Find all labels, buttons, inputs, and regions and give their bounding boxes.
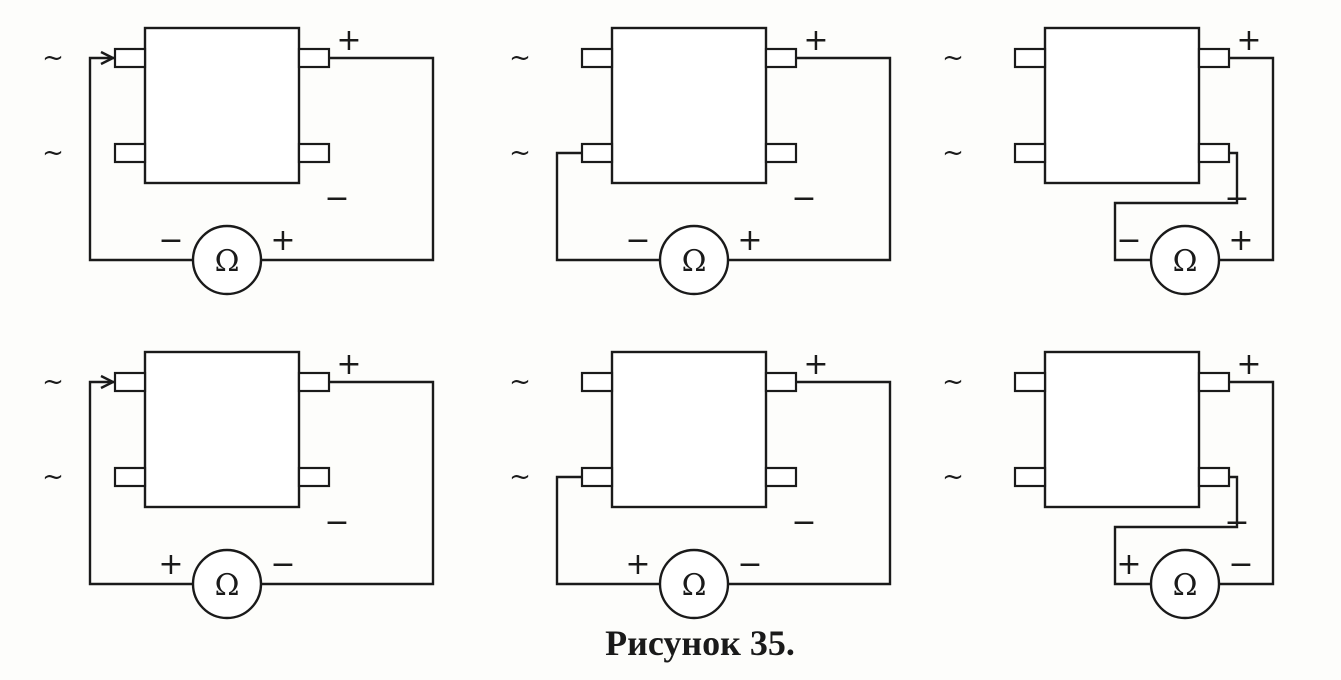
pin-ac2 [1013,466,1047,488]
meter-left-polarity: + [158,547,183,582]
ohmmeter [1149,224,1221,296]
rectifier-body [1043,350,1201,509]
meter-right-polarity: − [737,547,762,582]
ohmmeter [658,224,730,296]
rectifier-body [143,350,301,509]
ohmmeter [658,548,730,620]
ohm-symbol: Ω [682,568,707,603]
circuit-wire [555,56,892,262]
pin-plus [297,371,331,393]
plus-label: + [336,23,361,58]
minus-label: − [324,505,349,540]
pin-plus [1197,371,1231,393]
meter-right-polarity: − [1228,547,1253,582]
pin-plus [764,47,798,69]
ohm-symbol: Ω [215,244,240,279]
plus-label: + [803,347,828,382]
diagram-2-2: ~~+−Ω+− [509,347,892,620]
pin-plus [1197,47,1231,69]
diagram-1-2: ~~+−Ω−+ [509,23,892,296]
ohmmeter [191,224,263,296]
minus-label: − [791,181,816,216]
meter-right-polarity: + [1228,223,1253,258]
circuit-wire [88,56,435,262]
plus-label: + [336,347,361,382]
diagram-1-3: ~ ~ + −Ω− + [942,23,1275,296]
ac-label: ~ [942,43,964,73]
diagram-2-1: ~~+−Ω+− [42,347,435,620]
ac-label: ~ [42,43,64,73]
meter-left-polarity: − [625,223,650,258]
meter-right-polarity: − [270,547,295,582]
pin-ac1 [113,47,147,69]
meter-left-polarity: − [158,223,183,258]
plus-label: + [803,23,828,58]
ac-label: ~ [42,367,64,397]
ac-label: ~ [942,138,964,168]
pin-ac1 [113,371,147,393]
ohm-symbol: Ω [682,244,707,279]
pin-minus [764,466,798,488]
ohm-symbol: Ω [1173,244,1198,279]
rectifier-body [610,26,768,185]
plus-label: + [1236,347,1261,382]
ohm-symbol: Ω [215,568,240,603]
pin-minus [297,142,331,164]
pin-ac1 [1013,47,1047,69]
pin-ac2 [1013,142,1047,164]
ac-label: ~ [509,138,531,168]
pin-ac2 [113,466,147,488]
circuit-wire [555,380,892,586]
meter-left-polarity: − [1116,223,1141,258]
pin-minus [1197,142,1231,164]
plus-label: + [1236,23,1261,58]
ac-label: ~ [509,43,531,73]
ac-label: ~ [942,462,964,492]
pin-minus [297,466,331,488]
ac-label: ~ [509,367,531,397]
meter-right-polarity: + [270,223,295,258]
minus-label: − [324,181,349,216]
minus-label: − [791,505,816,540]
figure-caption: Рисунок 35. [605,623,795,663]
pin-ac1 [580,371,614,393]
pin-minus [1197,466,1231,488]
diagram-2-3: ~ ~ + −Ω + − [942,347,1275,620]
pin-ac1 [1013,371,1047,393]
ohmmeter [191,548,263,620]
rectifier-body [1043,26,1201,185]
ohmmeter [1149,548,1221,620]
pin-minus [764,142,798,164]
minus-label: − [1224,181,1249,216]
ac-label: ~ [942,367,964,397]
pin-ac2 [580,142,614,164]
rectifier-body [610,350,768,509]
minus-label: − [1224,505,1249,540]
circuit-wire [1113,56,1275,262]
ohm-symbol: Ω [1173,568,1198,603]
circuit-wire [88,380,435,586]
diagram-1-1: ~~+−Ω−+ [42,23,435,296]
meter-left-polarity: + [625,547,650,582]
rectifier-body [143,26,301,185]
circuit-wire [1113,380,1275,586]
ac-label: ~ [42,462,64,492]
pin-ac2 [113,142,147,164]
ac-label: ~ [42,138,64,168]
pin-plus [297,47,331,69]
pin-plus [764,371,798,393]
meter-right-polarity: + [737,223,762,258]
meter-left-polarity: + [1116,547,1141,582]
pin-ac1 [580,47,614,69]
ac-label: ~ [509,462,531,492]
pin-ac2 [580,466,614,488]
